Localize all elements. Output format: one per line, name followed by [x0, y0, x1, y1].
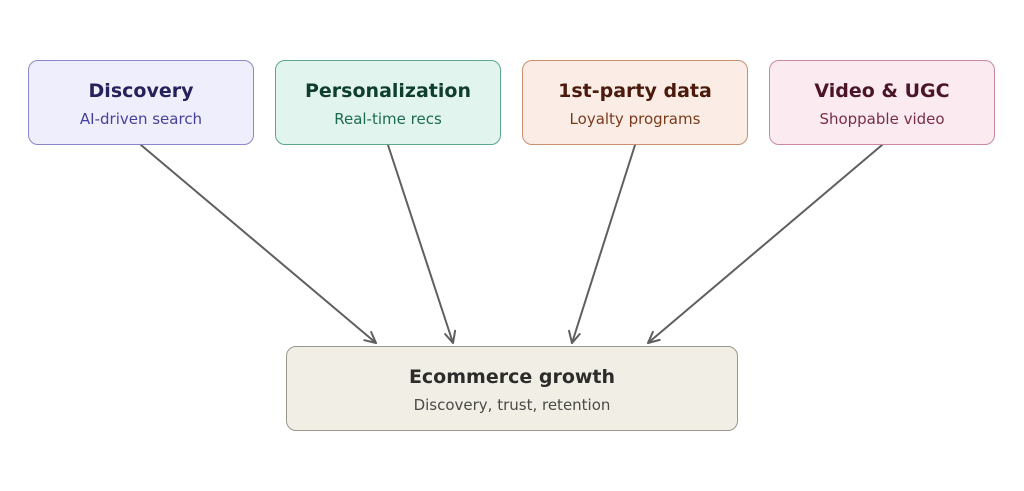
arrow-firstparty-to-growth — [568, 144, 636, 344]
first-party-data-title: 1st-party data — [558, 79, 712, 102]
personalization-title: Personalization — [305, 79, 471, 102]
ecommerce-growth-node: Ecommerce growth Discovery, trust, reten… — [286, 346, 738, 431]
discovery-node: Discovery AI-driven search — [28, 60, 254, 145]
first-party-data-node: 1st-party data Loyalty programs — [522, 60, 748, 145]
arrow-personalization-to-growth — [387, 144, 457, 344]
video-ugc-title: Video & UGC — [814, 79, 950, 102]
ecommerce-growth-subtitle: Discovery, trust, retention — [413, 395, 611, 414]
video-ugc-subtitle: Shoppable video — [819, 109, 945, 128]
discovery-title: Discovery — [88, 79, 194, 102]
personalization-node: Personalization Real-time recs — [275, 60, 501, 145]
discovery-subtitle: AI-driven search — [79, 109, 203, 128]
arrow-video-to-growth — [647, 144, 883, 344]
personalization-subtitle: Real-time recs — [334, 109, 442, 128]
video-ugc-node: Video & UGC Shoppable video — [769, 60, 995, 145]
first-party-data-subtitle: Loyalty programs — [569, 109, 701, 128]
ecommerce-growth-title: Ecommerce growth — [408, 365, 616, 388]
arrow-discovery-to-growth — [140, 144, 377, 344]
